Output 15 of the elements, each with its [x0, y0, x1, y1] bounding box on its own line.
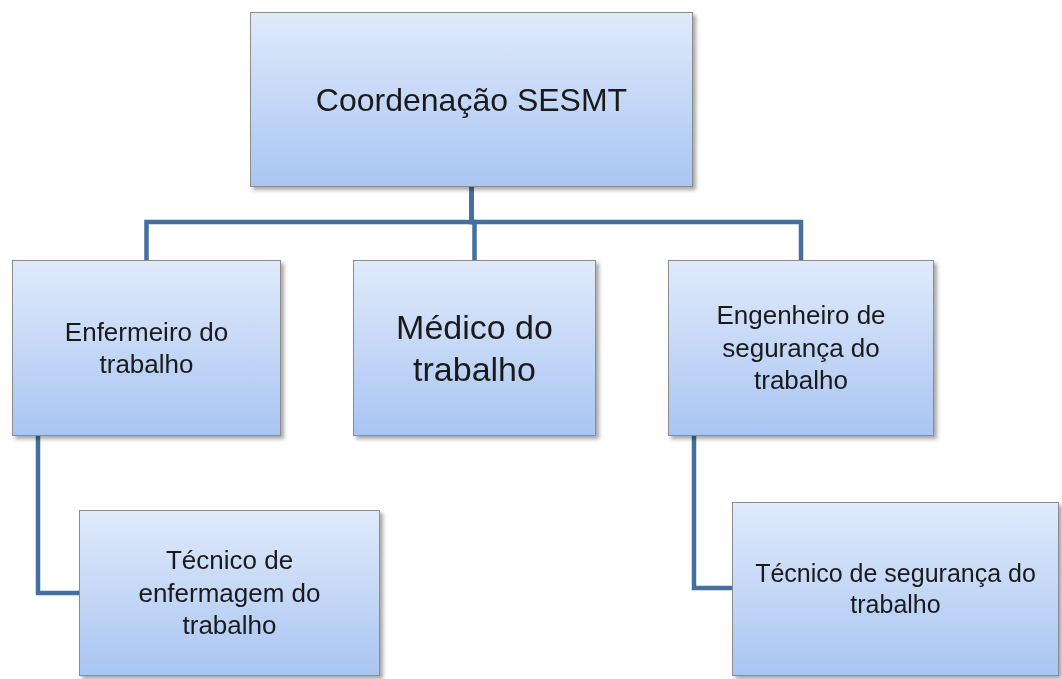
- connector-line: [35, 436, 79, 596]
- connector-line: [691, 436, 732, 591]
- role-label: Enfermeiro do trabalho: [63, 315, 230, 381]
- role-label: Engenheiro de segurança do trabalho: [715, 299, 887, 397]
- role-label: Técnico de enfermagem do trabalho: [137, 544, 322, 642]
- role-label: Coordenação SESMT: [315, 80, 628, 120]
- org-box: [79, 510, 380, 676]
- org-box: [732, 502, 1059, 676]
- org-box: [250, 12, 693, 187]
- connector-line: [469, 187, 804, 260]
- role-label: Técnico de segurança do trabalho: [754, 557, 1037, 620]
- org-box: [668, 260, 934, 436]
- role-label: Médico do trabalho: [395, 306, 554, 390]
- org-box: [12, 260, 281, 436]
- org-box: [353, 260, 596, 436]
